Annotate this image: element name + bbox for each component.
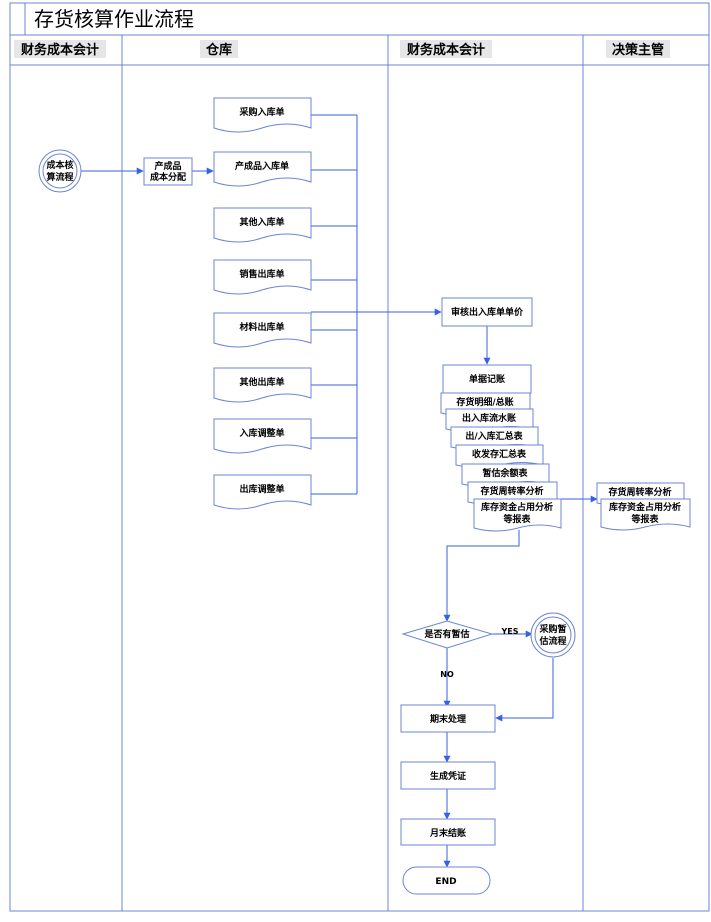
lane-header-bg-1 xyxy=(14,40,106,58)
report-flow: 出入库流水账 xyxy=(445,408,534,432)
swimlane-frame xyxy=(9,2,710,912)
start-cost-label-1: 成本核 xyxy=(46,159,73,171)
month-end-process-node: 期末处理 xyxy=(400,704,496,733)
report-ledger-label: 存货明细/总账 xyxy=(456,396,513,408)
doc-material-out: 材料出库单 xyxy=(213,312,312,348)
doc-purchase-in: 采购入库单 xyxy=(213,97,312,133)
lane-header-finance-cost-2: 财务成本会计 xyxy=(407,42,485,58)
page-title: 存货核算作业流程 xyxy=(34,7,194,31)
report-stack: 存货明细/总账 出入库流水账 出/入库汇总表 收发存汇总表 暂估余额表 存货周转… xyxy=(440,392,562,532)
end-node: END xyxy=(402,866,491,895)
lane-header-finance-cost-1: 财务成本会计 xyxy=(21,42,99,58)
lane-header-decision-manager: 决策主管 xyxy=(612,42,664,58)
generate-voucher-label: 生成凭证 xyxy=(430,770,466,782)
audit-price-node: 审核出入库单单价 xyxy=(441,297,533,327)
generate-voucher-node: 生成凭证 xyxy=(400,761,496,790)
mgmt-report-turnover-label: 存货周转率分析 xyxy=(608,486,671,498)
doc-out-adjust: 出库调整单 xyxy=(213,474,312,510)
edge-label-no: NO xyxy=(440,670,454,679)
report-in-out-summary: 出/入库汇总表 xyxy=(450,426,539,450)
doc-other-out: 其他出库单 xyxy=(213,367,312,403)
edge-estimate-to-monthend xyxy=(495,658,554,722)
mgmt-report-capital-usage: 库存资金占用分析 等报表 xyxy=(600,498,691,531)
report-receive-send-label: 收发存汇总表 xyxy=(472,448,527,460)
lane-header-bg-3 xyxy=(400,40,492,58)
purchase-estimate-label-1: 采购暂 xyxy=(538,623,566,635)
mgmt-report-etc-label: 等报表 xyxy=(630,513,659,525)
lane-header-bg-4 xyxy=(606,40,670,58)
report-flow-label: 出入库流水账 xyxy=(462,412,516,424)
start-cost-label-2: 算流程 xyxy=(46,171,73,183)
month-close-label: 月末结账 xyxy=(429,827,466,839)
end-label: END xyxy=(435,877,456,887)
purchase-estimate-node: 采购暂 估流程 xyxy=(530,612,576,658)
month-end-process-label: 期末处理 xyxy=(430,713,466,725)
purchase-estimate-label-2: 估流程 xyxy=(538,635,566,647)
cost-alloc-label-1: 产成品 xyxy=(154,160,181,172)
decision-estimate-label: 是否有暂估 xyxy=(423,628,469,640)
doc-product-in: 产成品入库单 xyxy=(213,151,312,187)
mgmt-report-capital-label: 库存资金占用分析 xyxy=(609,501,681,513)
doc-sales-out: 销售出库单 xyxy=(213,259,312,295)
report-capital-usage: 库存资金占用分析 等报表 xyxy=(473,498,562,532)
doc-in-adjust-label: 入库调整单 xyxy=(238,427,284,439)
doc-in-adjust: 入库调整单 xyxy=(213,418,312,454)
doc-material-out-label: 材料出库单 xyxy=(238,321,284,333)
record-docs-node: 单据记账 xyxy=(442,364,532,394)
doc-product-in-label: 产成品入库单 xyxy=(235,160,289,172)
audit-price-label: 审核出入库单单价 xyxy=(451,306,524,318)
doc-other-out-label: 其他出库单 xyxy=(239,376,284,388)
start-cost-accounting-node: 成本核 算流程 xyxy=(38,149,82,193)
record-docs-label: 单据记账 xyxy=(469,373,505,385)
doc-other-in: 其他入库单 xyxy=(213,207,312,243)
decision-estimate-node: 是否有暂估 xyxy=(401,620,494,649)
report-turnover-label: 存货周转率分析 xyxy=(480,485,543,497)
lane-header-bg-2 xyxy=(200,40,238,58)
month-close-node: 月末结账 xyxy=(400,818,496,846)
report-etc-label: 等报表 xyxy=(502,513,531,525)
edges xyxy=(81,114,598,868)
report-in-out-summary-label: 出/入库汇总表 xyxy=(465,430,523,442)
doc-purchase-in-label: 采购入库单 xyxy=(238,106,284,118)
cost-alloc-label-2: 成本分配 xyxy=(150,171,186,183)
doc-other-in-label: 其他入库单 xyxy=(239,216,284,228)
doc-sales-out-label: 销售出库单 xyxy=(239,268,284,280)
mgmt-report-stack: 存货周转率分析 库存资金占用分析 等报表 xyxy=(596,482,691,531)
lane-header-warehouse: 仓库 xyxy=(205,42,232,58)
cost-allocation-node: 产成品 成本分配 xyxy=(143,157,193,186)
edge-label-yes: YES xyxy=(500,627,518,636)
report-estimate-balance-label: 暂估余额表 xyxy=(482,467,528,479)
edge-reports-to-decision xyxy=(443,530,520,622)
report-capital-usage-label: 库存资金占用分析 xyxy=(481,501,553,513)
doc-out-adjust-label: 出库调整单 xyxy=(239,483,284,495)
